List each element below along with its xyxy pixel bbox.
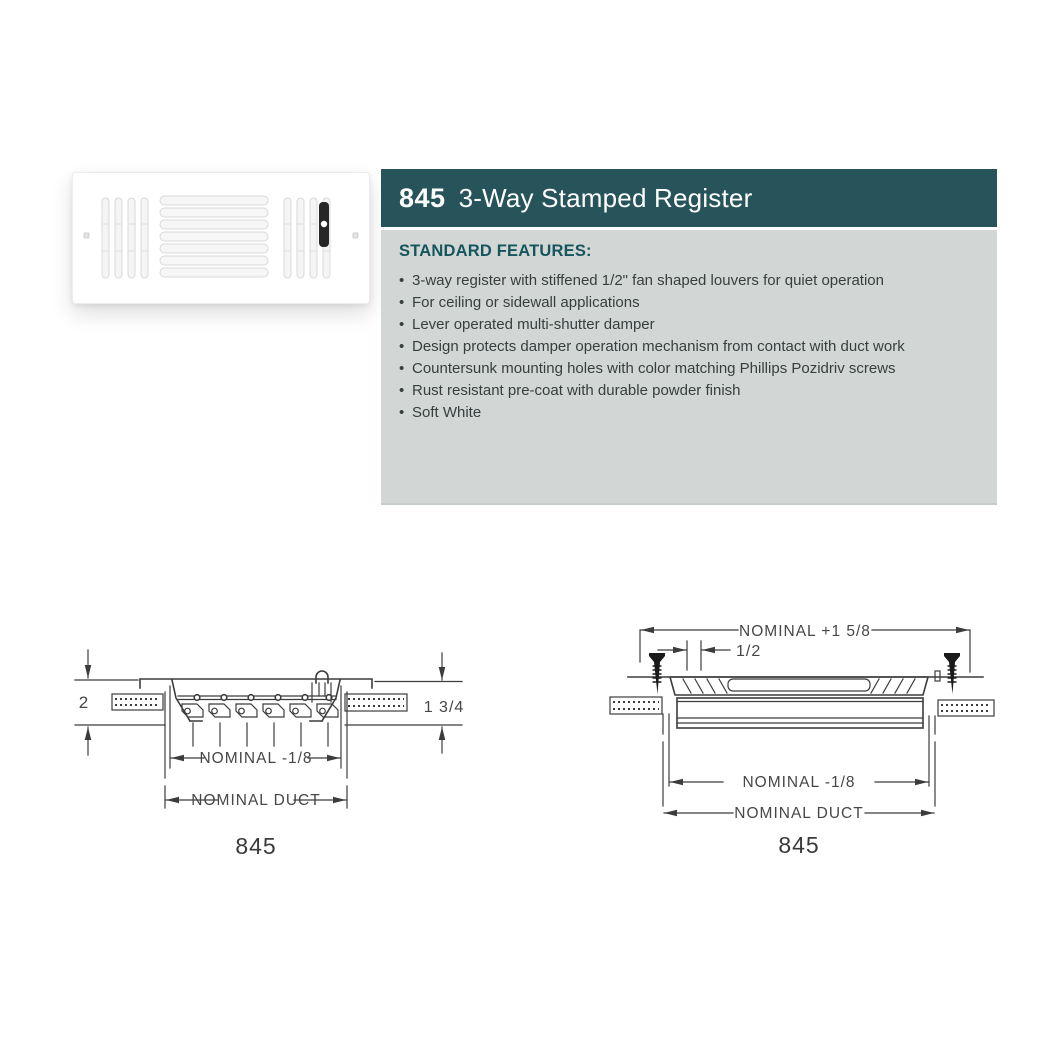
- bullet-icon: •: [399, 316, 405, 333]
- screw-hole-left: [83, 232, 90, 239]
- duct-wall-lines: [662, 713, 936, 807]
- bullet-icon: •: [399, 338, 405, 355]
- dim-label-nominal-minus: NOMINAL -1/8: [199, 750, 312, 767]
- screw-hole-right: [352, 232, 359, 239]
- bullet-icon: •: [399, 294, 405, 311]
- dim-height-left: 2: [74, 649, 166, 756]
- dim-nominal-minus: NOMINAL -1/8: [170, 750, 341, 767]
- title-bar: 845 3-Way Stamped Register: [381, 169, 997, 227]
- dim-label-nominal-duct: NOMINAL DUCT: [191, 792, 320, 809]
- duct-collar: [676, 697, 924, 729]
- dim-label-2: 2: [79, 693, 89, 712]
- drawing-caption: 845: [235, 833, 276, 859]
- feature-text: For ceiling or sidewall applications: [412, 294, 640, 311]
- dim-nominal-minus: NOMINAL -1/8: [669, 774, 929, 791]
- feature-text: Soft White: [412, 404, 482, 421]
- drawing-installed-view: NOMINAL +1 5/8 1/2: [609, 623, 995, 858]
- drywall-hatch: [609, 696, 995, 717]
- feature-item: • For ceiling or sidewall applications: [399, 292, 981, 314]
- damper-shutter-blades: [181, 703, 339, 747]
- feature-text: Design protects damper operation mechani…: [412, 338, 905, 355]
- feature-item: • Soft White: [399, 402, 981, 424]
- features-heading: STANDARD FEATURES:: [399, 242, 592, 260]
- feature-item: • Lever operated multi-shutter damper: [399, 314, 981, 336]
- bullet-icon: •: [399, 272, 405, 289]
- mounting-screw-right: [934, 653, 960, 694]
- dim-overall-width: NOMINAL +1 5/8: [639, 623, 971, 673]
- model-number: 845: [399, 182, 446, 213]
- register-photo-illustration: [72, 172, 370, 304]
- feature-text: 3-way register with stiffened 1/2" fan s…: [412, 272, 884, 289]
- feature-text: Lever operated multi-shutter damper: [412, 316, 655, 333]
- feature-item: • Rust resistant pre-coat with durable po…: [399, 380, 981, 402]
- page-title: 3-Way Stamped Register: [458, 182, 753, 213]
- bullet-icon: •: [399, 404, 405, 421]
- feature-text: Rust resistant pre-coat with durable pow…: [412, 382, 741, 399]
- mounting-screw-left: [649, 653, 665, 694]
- damper-lever: [319, 202, 329, 247]
- feature-item: • 3-way register with stiffened 1/2" fan …: [399, 270, 981, 292]
- duct-wall-lines: [164, 685, 348, 809]
- feature-item: • Countersunk mounting holes with color m…: [399, 358, 981, 380]
- dim-height-right: 1 3/4: [344, 652, 465, 754]
- dim-label-half: 1/2: [736, 643, 761, 660]
- bullet-icon: •: [399, 360, 405, 377]
- center-louver-group: [159, 195, 269, 278]
- register-frame-section: [139, 678, 373, 723]
- feature-text: Countersunk mounting holes with color ma…: [412, 360, 896, 377]
- dim-label-nominal-plus: NOMINAL +1 5/8: [739, 623, 871, 640]
- dim-label-1-3-4: 1 3/4: [424, 699, 465, 716]
- drawing-caption: 845: [778, 832, 819, 858]
- left-louver-group: [101, 197, 149, 279]
- bullet-icon: •: [399, 382, 405, 399]
- drywall-hatch: [111, 693, 408, 712]
- dim-label-nominal-minus: NOMINAL -1/8: [742, 774, 855, 791]
- dim-nominal-duct: NOMINAL DUCT: [165, 792, 347, 809]
- drawing-section-view: 2 1 3/4 NOMINAL -1/8 NOMINAL DUCT 845: [74, 649, 465, 859]
- dim-nominal-duct: NOMINAL DUCT: [663, 805, 935, 822]
- register-faceplate: [668, 676, 930, 696]
- product-photo: [72, 172, 370, 304]
- standard-features-panel: STANDARD FEATURES: • 3-way register with …: [381, 230, 997, 505]
- dim-screw-offset: 1/2: [657, 640, 761, 671]
- feature-item: • Design protects damper operation mechan…: [399, 336, 981, 358]
- damper-lever-section: [311, 670, 332, 703]
- dim-label-nominal-duct: NOMINAL DUCT: [734, 805, 863, 822]
